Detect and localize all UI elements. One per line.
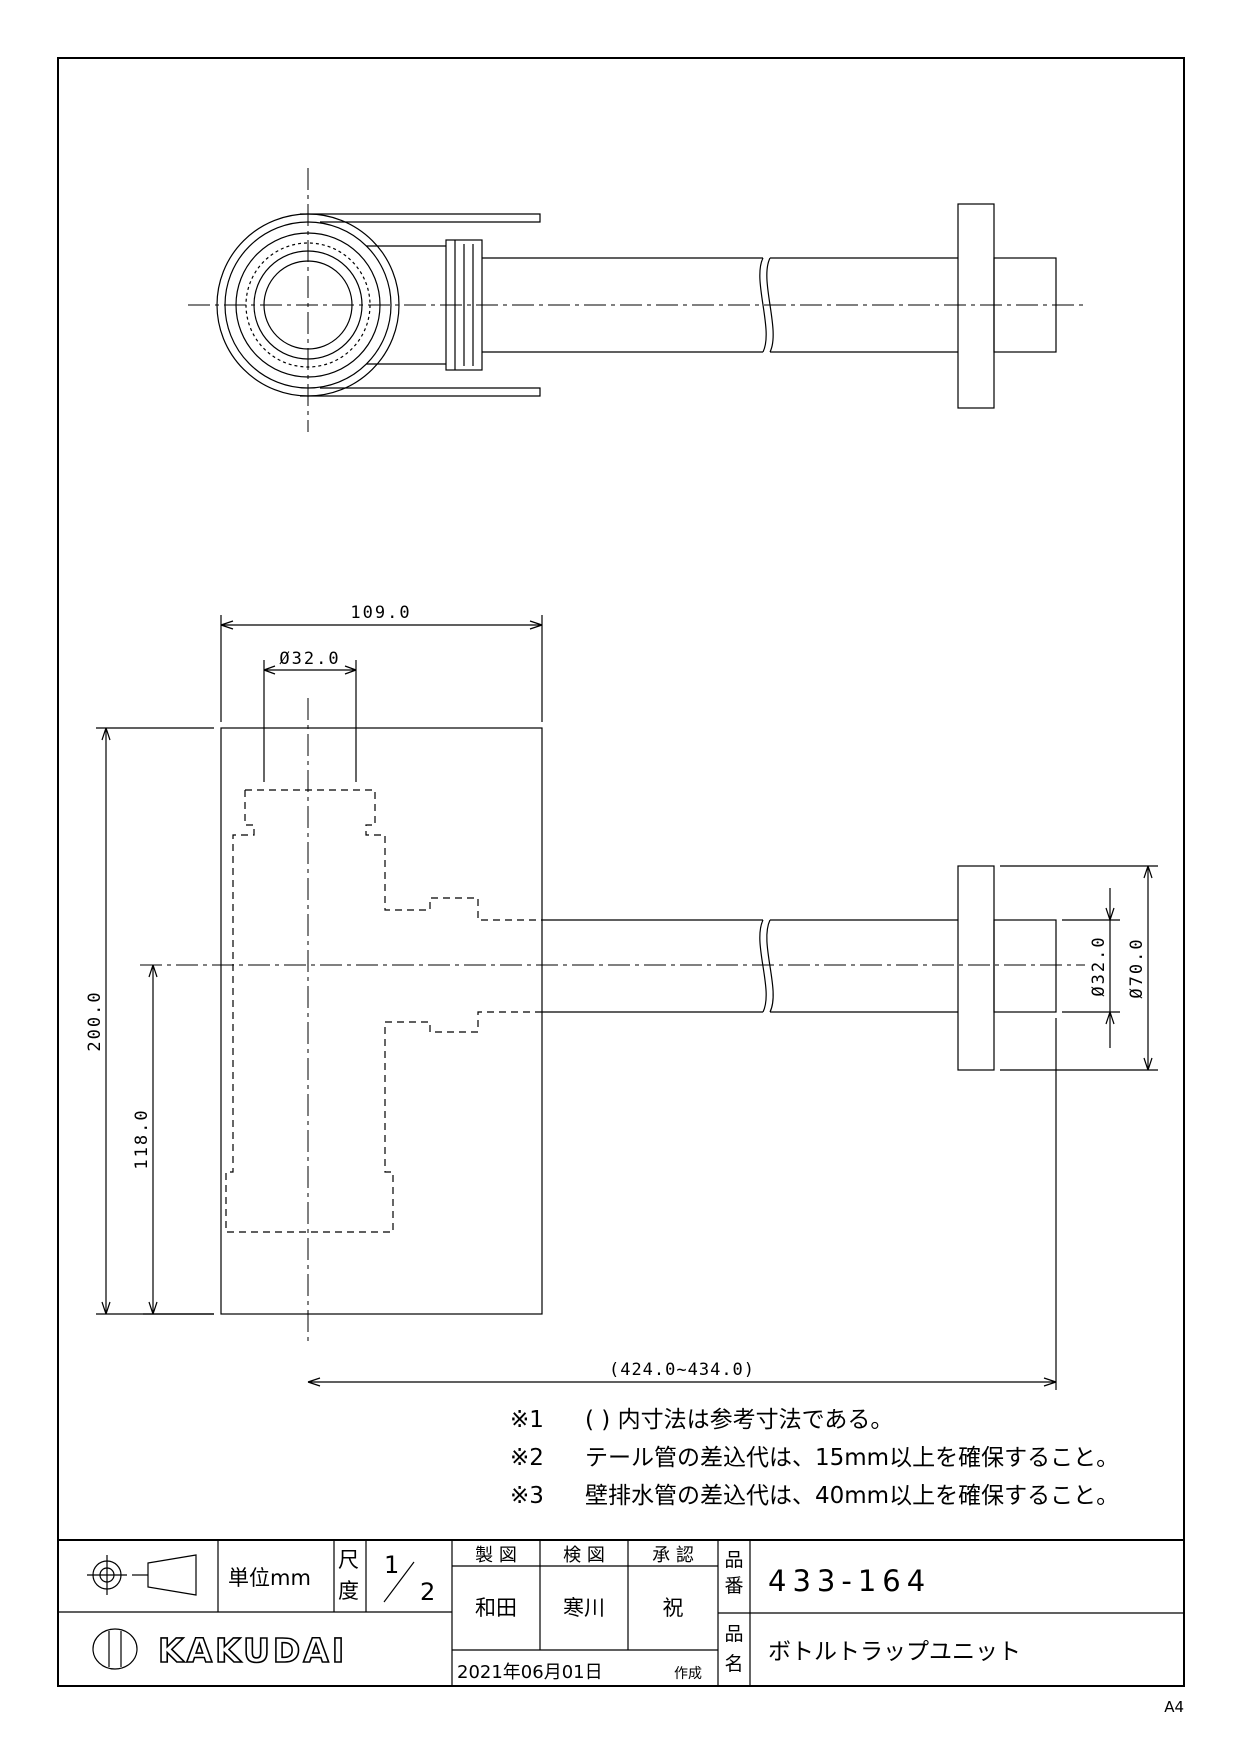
part-name-label-1: 品	[724, 1623, 743, 1645]
part-no-label-1: 品	[724, 1549, 743, 1571]
drawn-by: 和田	[475, 1596, 517, 1620]
scale-label-1: 尺	[338, 1548, 359, 1572]
checked-by: 寒川	[563, 1596, 605, 1620]
title-block: 単位mm 尺 度 1 2 製 図 検 図 承 認 和田 寒川 祝 2021年06…	[58, 1539, 1184, 1686]
top-view	[188, 168, 1085, 432]
dim-height: 200.0	[85, 990, 105, 1051]
approved-by: 祝	[663, 1596, 684, 1620]
part-number: 433-164	[768, 1564, 931, 1598]
notes: ※1 ( ) 内寸法は参考寸法である。 ※2 テール管の差込代は、15mm以上を…	[510, 1407, 1119, 1509]
drawing-border	[57, 57, 1185, 1687]
note-3-text: 壁排水管の差込代は、40mm以上を確保すること。	[585, 1483, 1119, 1509]
paper-size: A4	[1164, 1698, 1184, 1716]
brand-name: KAKUDAI	[158, 1631, 347, 1670]
checked-header: 検 図	[563, 1545, 605, 1566]
drawn-header: 製 図	[475, 1545, 517, 1566]
approved-header: 承 認	[652, 1545, 694, 1566]
dim-inlet-diameter: Ø32.0	[279, 649, 340, 669]
dim-pipe-diameter: Ø32.0	[1089, 935, 1109, 996]
unit-label: 単位mm	[228, 1566, 311, 1590]
note-1-text: ( ) 内寸法は参考寸法である。	[585, 1407, 893, 1433]
dim-flange-diameter: Ø70.0	[1127, 937, 1147, 998]
third-angle-projection-icon	[87, 1554, 197, 1596]
dim-total-length: (424.0~434.0)	[609, 1360, 755, 1380]
part-name: ボトルトラップユニット	[768, 1639, 1021, 1665]
dim-width: 109.0	[350, 603, 411, 623]
date: 2021年06月01日	[457, 1662, 603, 1683]
note-1-mark: ※1	[510, 1407, 544, 1433]
scale-denominator: 2	[420, 1578, 435, 1606]
side-view: 109.0 Ø32.0 200.0 118.0 Ø32.0 Ø70.0	[85, 603, 1158, 1390]
part-no-label-2: 番	[724, 1575, 743, 1597]
part-name-label-2: 名	[724, 1653, 743, 1675]
dim-outlet-height: 118.0	[132, 1108, 152, 1169]
note-3-mark: ※3	[510, 1483, 544, 1509]
kakudai-logo: KAKUDAI	[92, 1628, 347, 1671]
note-2-text: テール管の差込代は、15mm以上を確保すること。	[585, 1445, 1119, 1471]
note-2-mark: ※2	[510, 1445, 544, 1471]
scale-numerator: 1	[384, 1551, 399, 1579]
scale-label-2: 度	[338, 1579, 359, 1603]
date-suffix: 作成	[674, 1666, 702, 1682]
